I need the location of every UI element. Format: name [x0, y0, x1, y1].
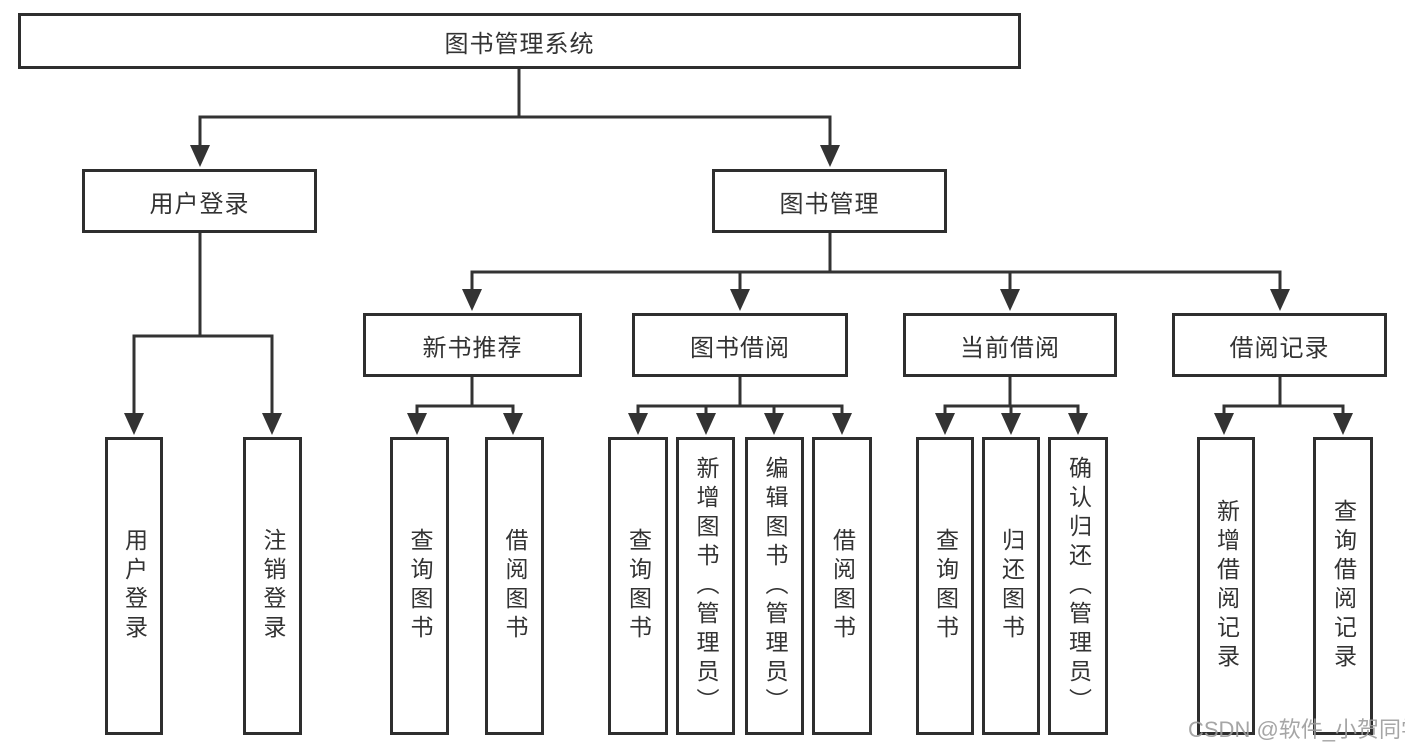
- arrow-icon: [190, 145, 210, 167]
- arrow-icon: [1333, 413, 1353, 435]
- arrow-icon: [503, 413, 523, 435]
- node-borrow-records: 借阅记录: [1172, 313, 1387, 377]
- leaf-bb-edit-book-admin: 编辑图书（管理员）: [745, 437, 804, 735]
- wire-book-borrow-to-children: [636, 377, 844, 416]
- leaf-bb-add-book-admin: 新增图书（管理员）: [676, 437, 735, 735]
- node-book-mgmt: 图书管理: [712, 169, 947, 233]
- arrow-icon: [696, 413, 716, 435]
- leaf-cb-confirm-return-admin: 确认归还（管理员）: [1048, 437, 1108, 735]
- arrow-icon: [1270, 289, 1290, 311]
- leaf-br-add-record: 新增借阅记录: [1197, 437, 1255, 735]
- node-user-login: 用户登录: [82, 169, 317, 233]
- wire-root-to-level2: [198, 69, 832, 147]
- arrow-icon: [628, 413, 648, 435]
- wire-book-mgmt-to-level3: [470, 233, 1282, 293]
- leaf-user-login: 用户登录: [105, 437, 163, 735]
- leaf-bb-borrow-book: 借阅图书: [812, 437, 872, 735]
- arrow-icon: [820, 145, 840, 167]
- arrow-icon: [764, 413, 784, 435]
- csdn-watermark: CSDN @软件_小贺同学: [1188, 717, 1405, 742]
- arrow-icon: [407, 413, 427, 435]
- leaf-cb-return-book: 归还图书: [982, 437, 1040, 735]
- node-current-borrow: 当前借阅: [903, 313, 1117, 377]
- leaf-bb-query-book: 查询图书: [608, 437, 668, 735]
- leaf-nb-query-book: 查询图书: [390, 437, 449, 735]
- wire-current-borrow-to-children: [943, 377, 1080, 416]
- node-new-book-recommend: 新书推荐: [363, 313, 582, 377]
- wire-new-book-recommend-to-children: [415, 377, 515, 416]
- wire-borrow-records-to-children: [1222, 377, 1345, 416]
- arrow-icon: [462, 289, 482, 311]
- arrow-icon: [1001, 413, 1021, 435]
- node-root: 图书管理系统: [18, 13, 1021, 69]
- arrow-icon: [1068, 413, 1088, 435]
- leaf-logout: 注销登录: [243, 437, 302, 735]
- arrow-icon: [935, 413, 955, 435]
- arrowheads: [124, 145, 1353, 435]
- wire-user-login-to-children: [132, 233, 274, 416]
- arrow-icon: [730, 289, 750, 311]
- arrow-icon: [262, 413, 282, 435]
- arrow-icon: [1214, 413, 1234, 435]
- arrow-icon: [832, 413, 852, 435]
- leaf-nb-borrow-book: 借阅图书: [485, 437, 544, 735]
- arrow-icon: [1000, 289, 1020, 311]
- node-book-borrow: 图书借阅: [632, 313, 848, 377]
- arrow-icon: [124, 413, 144, 435]
- leaf-br-query-record: 查询借阅记录: [1313, 437, 1373, 735]
- leaf-cb-query-book: 查询图书: [916, 437, 974, 735]
